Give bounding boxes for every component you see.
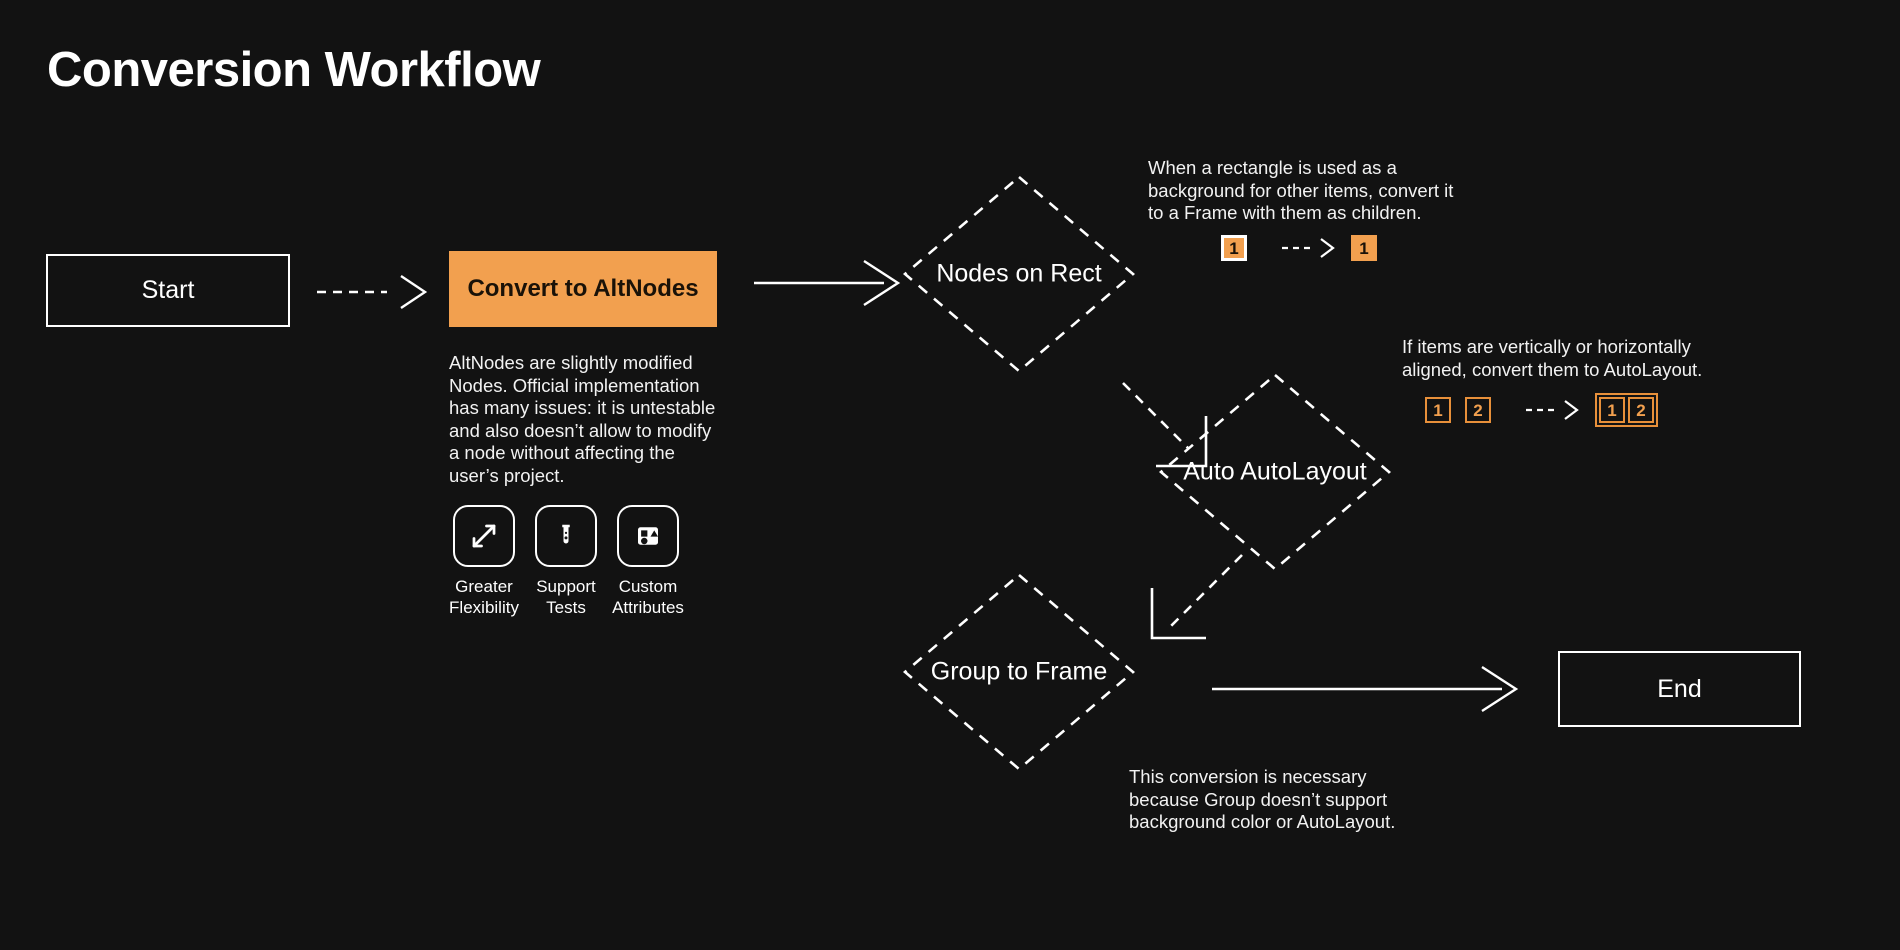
connector-start-to-convert [317, 275, 428, 309]
connector-auto-autolayout-to-group-to-frame [1150, 554, 1243, 640]
annotation-badges-auto-autolayout: 1 2 1 2 [1425, 393, 1658, 427]
node-convert-label: Convert to AltNodes [467, 275, 699, 302]
feature-label: Greater Flexibility [449, 577, 519, 617]
mini-arrow-icon [1282, 238, 1335, 258]
node-auto-autolayout[interactable]: Auto AutoLayout [1158, 372, 1392, 572]
badge-after-1: 1 [1351, 235, 1377, 261]
badge-before-1: 1 [1221, 235, 1247, 261]
mini-arrow-icon [1526, 400, 1579, 420]
node-convert-to-altnodes[interactable]: Convert to AltNodes [449, 251, 717, 327]
node-nodes-on-rect[interactable]: Nodes on Rect [902, 174, 1136, 374]
annotation-nodes-on-rect: When a rectangle is used as a background… [1148, 157, 1454, 224]
connector-group-to-frame-to-end [1212, 665, 1519, 713]
badge-after-2: 2 [1628, 397, 1654, 423]
feature-greater-flexibility[interactable]: Greater Flexibility [449, 505, 519, 618]
node-group-to-frame[interactable]: Group to Frame [902, 572, 1136, 772]
node-end-label: End [1657, 674, 1702, 703]
feature-support-tests[interactable]: Support Tests [534, 505, 598, 618]
badge-group-after: 1 2 [1595, 393, 1658, 427]
node-group-to-frame-label: Group to Frame [930, 657, 1108, 686]
feature-custom-attributes[interactable]: Custom Attributes [612, 505, 684, 618]
feature-label: Support Tests [536, 577, 596, 617]
annotation-auto-autolayout: If items are vertically or horizontally … [1402, 336, 1703, 380]
node-end[interactable]: End [1558, 651, 1801, 727]
badge-after-1: 1 [1599, 397, 1625, 423]
node-start[interactable]: Start [46, 254, 290, 327]
test-tube-icon [535, 505, 597, 567]
page-title: Conversion Workflow [47, 43, 541, 97]
connector-convert-to-nodes-on-rect [754, 259, 901, 307]
convert-description: AltNodes are slightly modified Nodes. Of… [449, 352, 716, 486]
node-nodes-on-rect-label: Nodes on Rect [936, 259, 1102, 288]
annotation-group-to-frame: This conversion is necessary because Gro… [1129, 766, 1396, 833]
node-auto-autolayout-label: Auto AutoLayout [1183, 457, 1367, 486]
feature-label: Custom Attributes [612, 577, 684, 617]
node-start-label: Start [141, 276, 195, 304]
badge-before-1: 1 [1425, 397, 1451, 423]
shapes-icon [617, 505, 679, 567]
feature-badges: Greater Flexibility Support Tests [449, 505, 684, 618]
expand-arrows-icon [453, 505, 515, 567]
annotation-badges-nodes-on-rect: 1 1 [1221, 235, 1377, 261]
badge-before-2: 2 [1465, 397, 1491, 423]
